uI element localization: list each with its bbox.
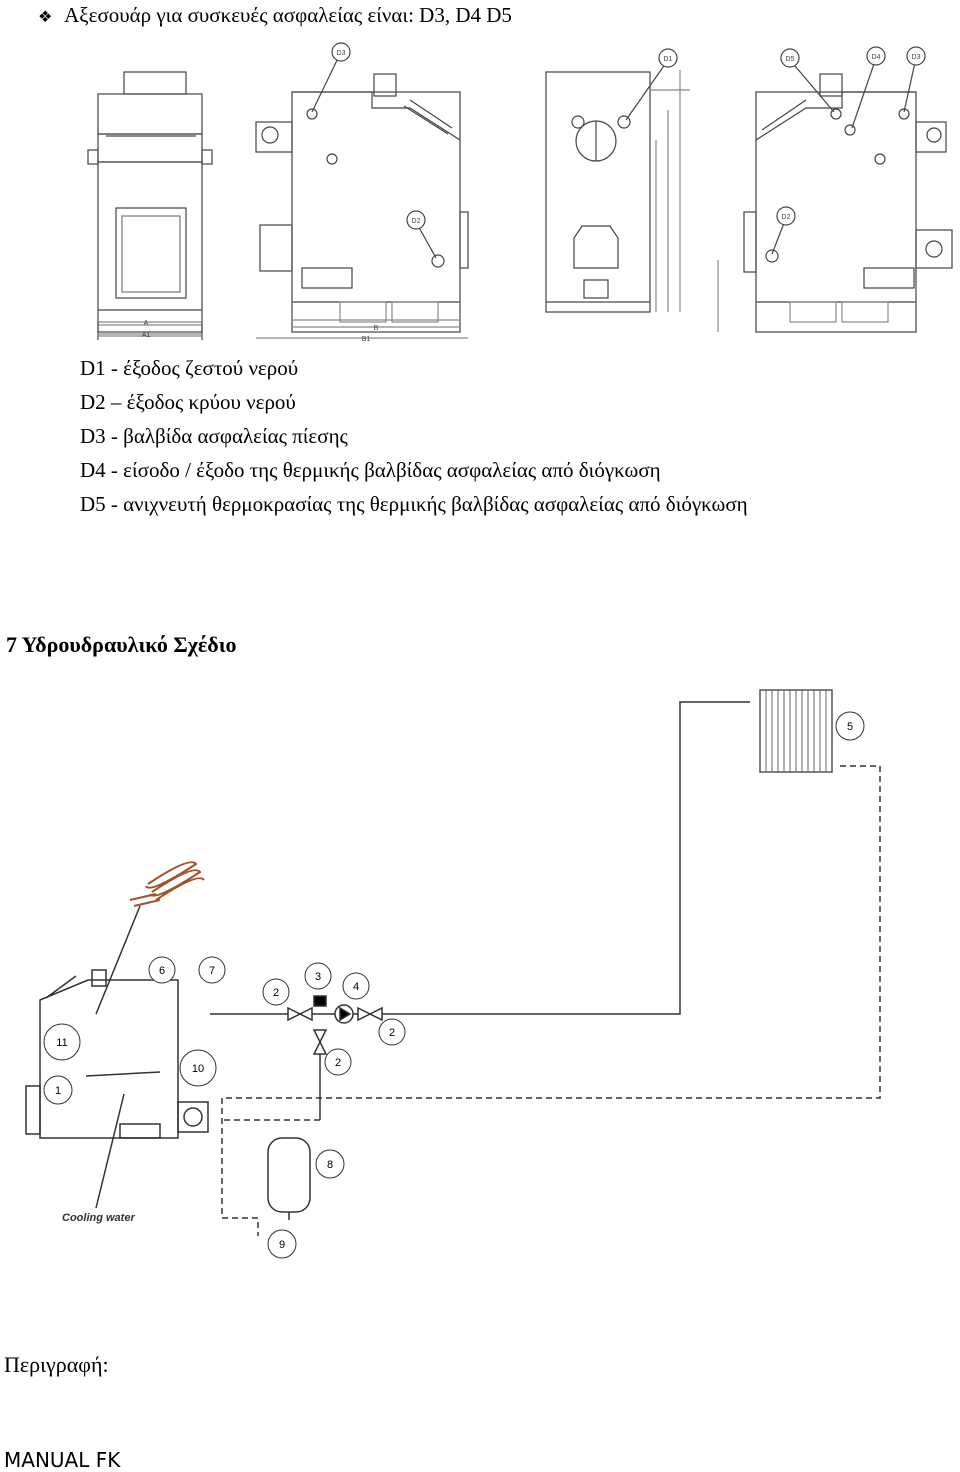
dimension-label: A1 — [142, 332, 151, 339]
dimension-label: A — [144, 320, 149, 327]
legend-d1: D1 - έξοδος ζεστού νερού — [80, 356, 299, 380]
dimension-label: B1 — [362, 336, 371, 343]
diagram-label-5: 5 — [847, 721, 853, 733]
intro-text: Αξεσουάρ για συσκευές ασφαλείας είναι: D… — [64, 3, 512, 27]
footer-text: MANUAL FK — [4, 1448, 121, 1472]
front-view-drawing — [87, 71, 213, 340]
cooling-water-label: Cooling water — [62, 1212, 135, 1224]
supply-pipe — [210, 701, 750, 1015]
hydraulic-diagram: 1 2 2 2 3 4 5 6 7 8 9 10 11 Cooling wate… — [25, 689, 881, 1259]
diagram-label-4: 4 — [353, 981, 359, 993]
callout-label: D3 — [912, 54, 921, 61]
expansion-vessel-icon — [267, 1137, 311, 1213]
legend-d5: D5 - ανιχνευτή θερμοκρασίας της θερμικής… — [80, 492, 748, 516]
diagram-label-8: 8 — [327, 1159, 333, 1171]
diamond-bullet-icon: ❖ — [38, 9, 53, 26]
dimension-label: B — [374, 325, 379, 332]
section-heading: 7 Υδρουδραυλικό Σχέδιο — [6, 632, 237, 657]
back-view-drawing — [545, 70, 690, 313]
callout-label: D1 — [664, 56, 673, 63]
diagram-label-2: 2 — [335, 1057, 341, 1069]
intro-line: ❖ Αξεσουάρ για συσκευές ασφαλείας είναι:… — [38, 2, 512, 31]
legend-d3: D3 - βαλβίδα ασφαλείας πίεσης — [80, 424, 348, 448]
radiator-icon — [759, 689, 833, 773]
diagram-label-11: 11 — [56, 1037, 67, 1049]
diagram-label-7: 7 — [209, 965, 215, 977]
diagram-label-1: 1 — [55, 1085, 61, 1097]
side-view-left-drawing — [255, 73, 469, 333]
callout-label: D2 — [412, 218, 421, 225]
description-label: Περιγραφή: — [4, 1352, 109, 1377]
return-pipe — [222, 765, 881, 1099]
diagram-label-2: 2 — [389, 1027, 395, 1039]
diagram-label-10: 10 — [192, 1063, 204, 1075]
callout-label: D5 — [786, 56, 795, 63]
diagram-label-3: 3 — [315, 971, 321, 983]
callout-label: D3 — [337, 50, 346, 57]
boiler-icon — [25, 905, 209, 1209]
diagram-label-6: 6 — [159, 965, 165, 977]
cooling-coil-icon — [129, 861, 205, 907]
legend-d2: D2 – έξοδος κρύου νερού — [80, 390, 296, 414]
diagram-label-9: 9 — [279, 1239, 285, 1251]
boiler-technical-drawings: D3 D2 D1 D5 D4 D3 D2 A A1 B B1 — [87, 42, 953, 343]
callout-label: D4 — [872, 54, 881, 61]
diagram-label-2: 2 — [273, 987, 279, 999]
legend-d4: D4 - είσοδο / έξοδο της θερμικής βαλβίδα… — [80, 458, 661, 482]
callout-label: D2 — [782, 214, 791, 221]
side-view-right-drawing — [717, 73, 953, 333]
